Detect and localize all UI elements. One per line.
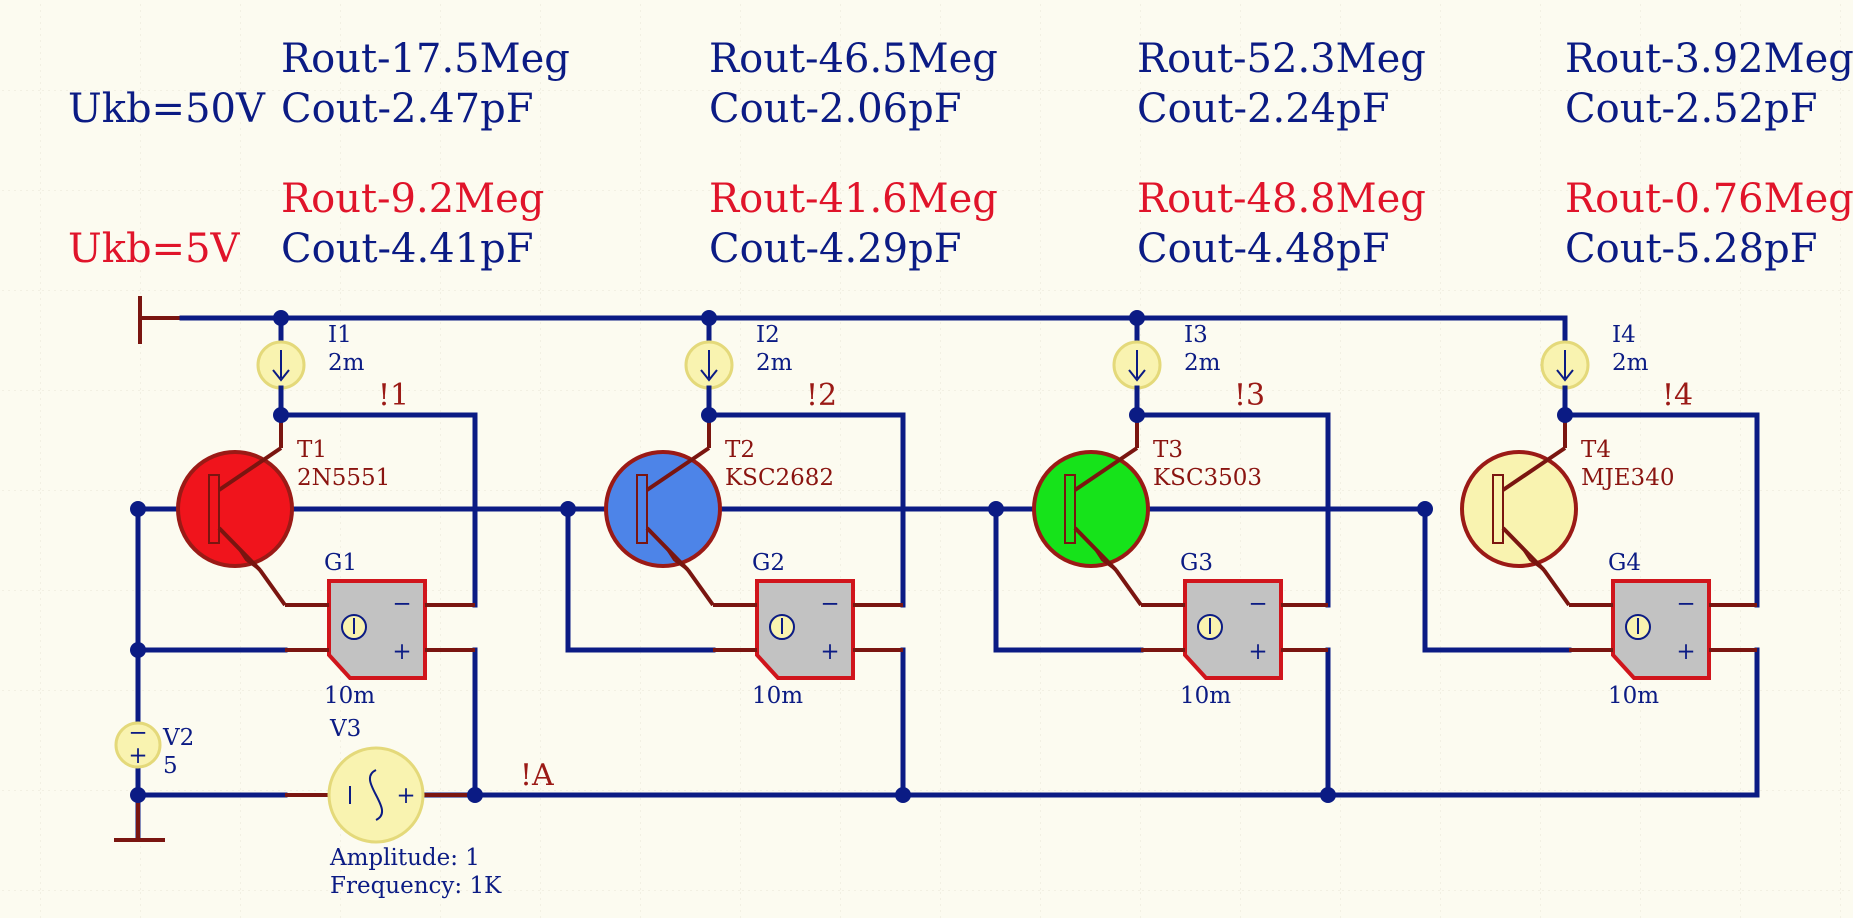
net-label-a: !A <box>520 758 554 793</box>
svg-text:+: + <box>392 639 411 665</box>
t1-name: T1 <box>297 437 327 463</box>
ukb-5v-label: Ukb=5V <box>68 226 241 272</box>
stage-2-results: Rout-46.5Meg Cout-2.06pF Rout-41.6Meg Co… <box>709 36 998 272</box>
cout-5v-3: Cout-4.48pF <box>1137 226 1389 272</box>
t4-body <box>1460 450 1578 568</box>
cout-5v-2: Cout-4.29pF <box>709 226 961 272</box>
t2-name: T2 <box>725 437 755 463</box>
stage-4-results: Rout-3.92Meg Cout-2.52pF Rout-0.76Meg Co… <box>1565 36 1853 272</box>
v2-name: V2 <box>162 725 194 751</box>
g4-value: 10m <box>1608 683 1659 709</box>
v3-sine-source: + <box>285 746 475 844</box>
stage-1-results: Rout-17.5Meg Cout-2.47pF Rout-9.2Meg Cou… <box>281 36 570 272</box>
t2-body <box>604 450 722 568</box>
rout-5v-4: Rout-0.76Meg <box>1565 176 1853 222</box>
v3-amplitude: Amplitude: 1 <box>329 845 480 871</box>
g3-name: G3 <box>1180 550 1213 576</box>
supply-terminal <box>138 296 182 344</box>
t3-name: T3 <box>1153 437 1183 463</box>
rout-5v-3: Rout-48.8Meg <box>1137 176 1426 222</box>
stage-2: − + <box>565 315 906 798</box>
svg-text:−: − <box>128 720 147 746</box>
net-label-2: !2 <box>806 378 837 413</box>
t3-model: KSC3503 <box>1153 465 1262 491</box>
v2-source: − + <box>114 720 162 769</box>
cout-50v-1: Cout-2.47pF <box>281 86 533 132</box>
i1-value: 2m <box>328 350 365 376</box>
t4-model: MJE340 <box>1581 465 1674 491</box>
v2-value: 5 <box>163 753 178 779</box>
v3-frequency: Frequency: 1K <box>330 873 502 899</box>
junction-dots <box>130 310 1573 803</box>
net-label-4: !4 <box>1662 378 1693 413</box>
g2-name: G2 <box>752 550 785 576</box>
svg-text:+: + <box>1248 639 1267 665</box>
t2-model: KSC2682 <box>725 465 834 491</box>
g4-name: G4 <box>1608 550 1641 576</box>
t3-body <box>1032 450 1150 568</box>
t1-model: 2N5551 <box>297 465 390 491</box>
cout-50v-2: Cout-2.06pF <box>709 86 961 132</box>
ukb-50v-label: Ukb=50V <box>68 86 266 132</box>
cout-5v-1: Cout-4.41pF <box>281 226 533 272</box>
v3-name: V3 <box>329 716 361 742</box>
i4-value: 2m <box>1612 350 1649 376</box>
rout-50v-2: Rout-46.5Meg <box>709 36 998 82</box>
ground-symbol <box>114 800 165 842</box>
svg-text:+: + <box>396 783 415 809</box>
cout-50v-4: Cout-2.52pF <box>1565 86 1817 132</box>
svg-text:+: + <box>1676 639 1695 665</box>
g1-name: G1 <box>324 550 357 576</box>
rout-5v-2: Rout-41.6Meg <box>709 176 998 222</box>
net-label-1: !1 <box>378 378 409 413</box>
i1-name: I1 <box>328 322 352 348</box>
i3-value: 2m <box>1184 350 1221 376</box>
rout-5v-1: Rout-9.2Meg <box>281 176 544 222</box>
rout-50v-4: Rout-3.92Meg <box>1565 36 1853 82</box>
i4-name: I4 <box>1612 322 1636 348</box>
net-label-3: !3 <box>1234 378 1265 413</box>
cout-50v-3: Cout-2.24pF <box>1137 86 1389 132</box>
svg-text:+: + <box>820 639 839 665</box>
svg-text:−: − <box>1248 591 1267 617</box>
rout-50v-1: Rout-17.5Meg <box>281 36 570 82</box>
rout-50v-3: Rout-52.3Meg <box>1137 36 1426 82</box>
stage-3-results: Rout-52.3Meg Cout-2.24pF Rout-48.8Meg Co… <box>1137 36 1426 272</box>
svg-text:+: + <box>128 743 147 769</box>
g1-value: 10m <box>324 683 375 709</box>
svg-text:−: − <box>1676 591 1695 617</box>
g2-value: 10m <box>752 683 803 709</box>
stage-4: − + <box>1422 315 1760 798</box>
svg-text:−: − <box>820 591 839 617</box>
stage-1: − + <box>135 315 478 798</box>
i2-value: 2m <box>756 350 793 376</box>
t4-name: T4 <box>1581 437 1611 463</box>
i2-name: I2 <box>756 322 780 348</box>
g3-value: 10m <box>1180 683 1231 709</box>
t1-body <box>176 450 294 568</box>
svg-text:−: − <box>392 591 411 617</box>
i3-name: I3 <box>1184 322 1208 348</box>
cout-5v-4: Cout-5.28pF <box>1565 226 1817 272</box>
